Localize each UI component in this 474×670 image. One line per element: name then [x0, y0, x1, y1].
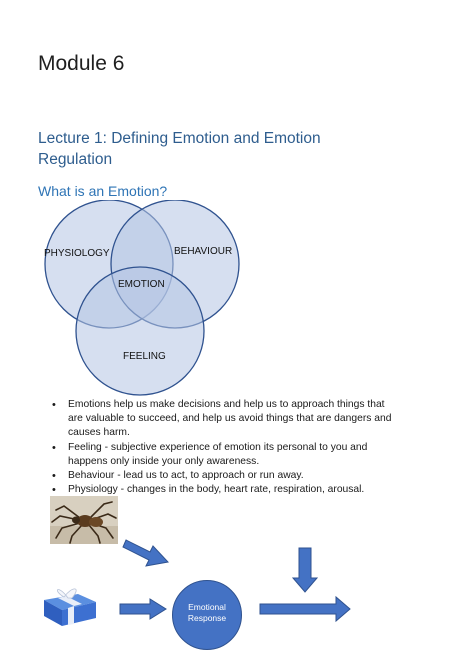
flow-arrows: [119, 539, 351, 623]
section-heading: What is an Emotion?: [38, 183, 168, 199]
emotional-response-node: Emotional Response: [172, 580, 242, 650]
down-arrow: [291, 547, 319, 593]
venn-label-emotion: EMOTION: [118, 279, 165, 290]
right-arrow-gift: [119, 598, 167, 620]
emotion-venn-diagram: PHYSIOLOGY BEHAVIOUR EMOTION FEELING: [44, 200, 240, 396]
venn-label-physiology: PHYSIOLOGY: [44, 248, 110, 259]
bullet-item: Behaviour - lead us to act, to approach …: [52, 469, 392, 483]
emotional-response-label: Emotional Response: [187, 602, 227, 623]
diagonal-arrow: [122, 539, 169, 567]
module-title: Module 6: [38, 52, 125, 75]
venn-label-feeling: FEELING: [123, 351, 166, 362]
spider-image: [50, 496, 118, 544]
bullet-list: Emotions help us make decisions and help…: [52, 398, 392, 498]
bullet-item: Emotions help us make decisions and help…: [52, 398, 392, 441]
feeling-circle: [75, 266, 205, 396]
venn-label-behaviour: BEHAVIOUR: [174, 246, 232, 257]
right-arrow-response: [259, 595, 351, 623]
bullet-item: Feeling - subjective experience of emoti…: [52, 441, 392, 469]
bullet-item: Physiology - changes in the body, heart …: [52, 483, 392, 497]
gift-image: [38, 578, 102, 628]
lecture-title: Lecture 1: Defining Emotion and Emotion …: [38, 130, 321, 168]
